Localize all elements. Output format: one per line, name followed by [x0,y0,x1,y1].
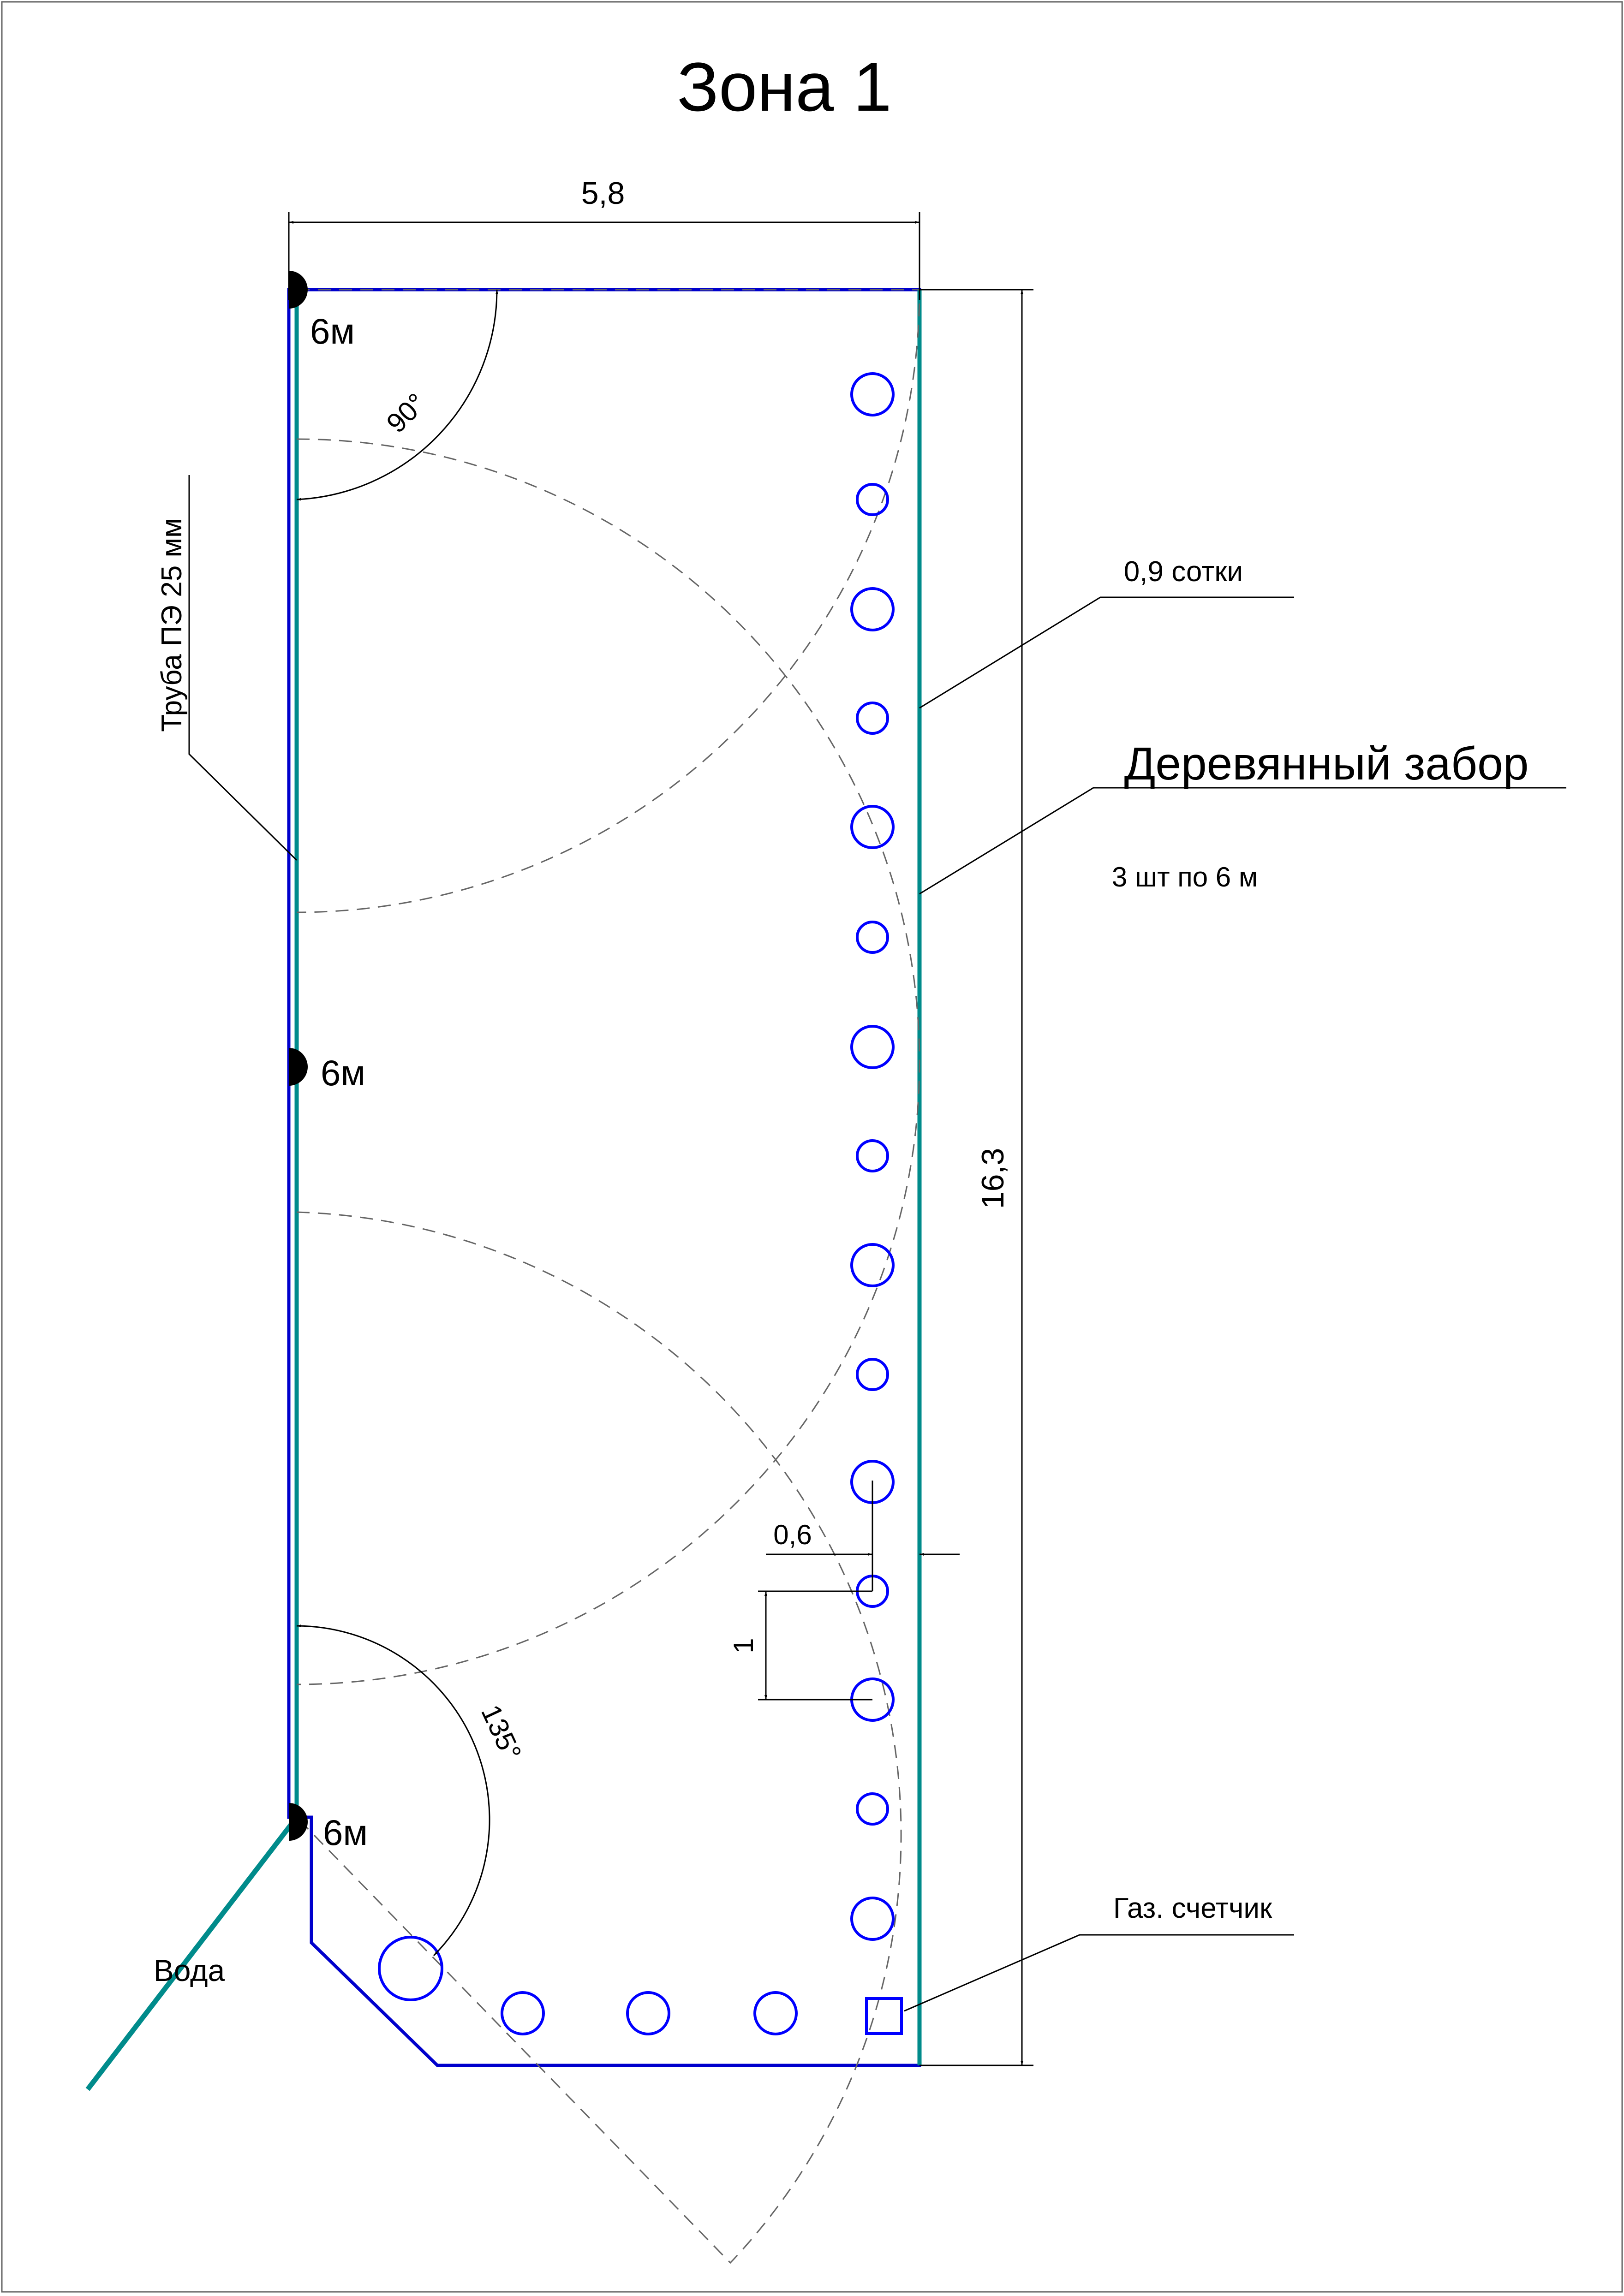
plant-circle [378,1936,443,2001]
spray-arc-bottom [296,1211,902,2264]
angle-label-90: 90° [381,387,432,439]
plant-circle [753,1991,798,2035]
gas-meter-leader [904,1934,1294,2012]
width-label: 5,8 [581,176,625,211]
spray-arc-top [296,289,920,913]
pipe-leader [188,475,298,861]
fence-count-label: 3 шт по 6 м [1112,862,1258,892]
area-leader [919,596,1294,709]
sprinkler-label-top: 6м [310,311,355,351]
fence-label: Деревянный забор [1124,738,1529,790]
water-label: Вода [154,1953,225,1987]
leader-lines [188,475,1566,2012]
sprinkler-icon [289,1048,308,1086]
plant-circle [856,702,889,735]
height-label: 16,3 [975,1148,1010,1209]
spray-arcs [296,289,920,2264]
plant-circle [850,1897,895,1941]
gas-meter-symbol [865,1997,903,2035]
water-supply-line [85,1815,299,2091]
plot-outline [287,288,921,2067]
plant-circle [626,1991,670,2035]
fence-leader [919,787,1566,895]
sprinkler-label-bottom: 6м [323,1812,368,1853]
sprinkler-icon [289,1803,308,1841]
plant-circle [850,1025,895,1069]
plant-circle [501,1991,545,2035]
plant-circle [850,587,895,631]
pipe-label: Труба ПЭ 25 мм [156,518,188,732]
gas-meter-label: Газ. счетчик [1113,1892,1272,1924]
plant-circle [856,1792,889,1826]
plant-circle [850,372,895,416]
plant-circle [856,1139,889,1172]
spacing-label: 1 [728,1638,759,1653]
angle-arc-135 [296,1624,490,1957]
angle-arc-90 [296,289,499,501]
dimension-lines [288,212,1033,2066]
sprinkler-label-middle: 6м [321,1053,365,1093]
offset-label: 0,6 [773,1519,812,1550]
area-label: 0,9 сотки [1124,556,1243,588]
sprinkler-icon [289,271,308,309]
plant-circle [850,1243,895,1287]
plant-circle [856,1358,889,1391]
plant-circle [856,921,889,954]
spray-arc-middle [296,438,920,1685]
plant-circle [850,805,895,849]
plant-circles [378,372,895,2035]
plant-circle [856,483,889,516]
angle-label-135: 135° [475,1700,527,1765]
page-title: Зона 1 [677,48,891,125]
